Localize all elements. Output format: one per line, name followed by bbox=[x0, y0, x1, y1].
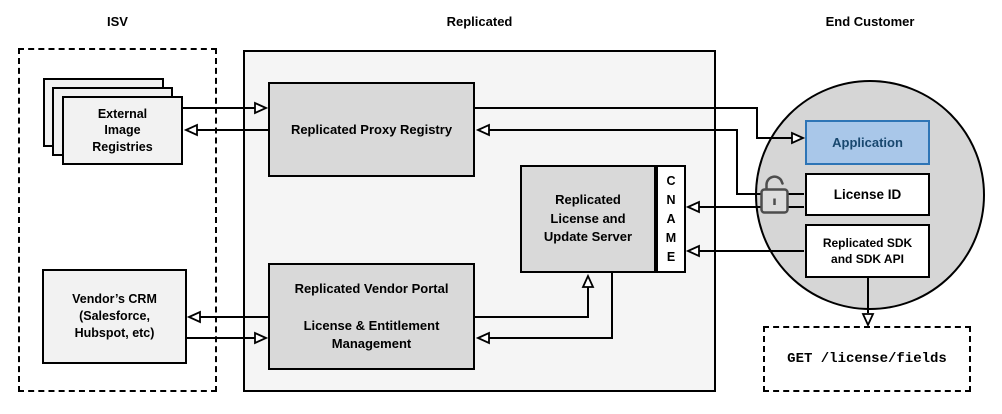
cname-label-strip: C N A M E bbox=[656, 165, 686, 273]
isv-region bbox=[18, 48, 217, 392]
external-image-registries-node: External Image Registries bbox=[62, 96, 183, 165]
license-id-node: License ID bbox=[805, 173, 930, 216]
section-title-end-customer: End Customer bbox=[825, 14, 915, 29]
replicated-vendor-portal-node: Replicated Vendor Portal License & Entit… bbox=[268, 263, 475, 370]
section-title-isv: ISV bbox=[107, 14, 128, 29]
section-title-replicated: Replicated bbox=[446, 14, 513, 29]
arrow-down-into-get bbox=[861, 313, 875, 328]
replicated-proxy-registry-node: Replicated Proxy Registry bbox=[268, 82, 475, 177]
replicated-license-update-server-node: Replicated License and Update Server bbox=[520, 165, 656, 273]
application-node: Application bbox=[805, 120, 930, 165]
replicated-sdk-node: Replicated SDK and SDK API bbox=[805, 224, 930, 278]
get-license-fields-node: GET /license/fields bbox=[763, 326, 971, 392]
vendors-crm-node: Vendor’s CRM (Salesforce, Hubspot, etc) bbox=[42, 269, 187, 364]
